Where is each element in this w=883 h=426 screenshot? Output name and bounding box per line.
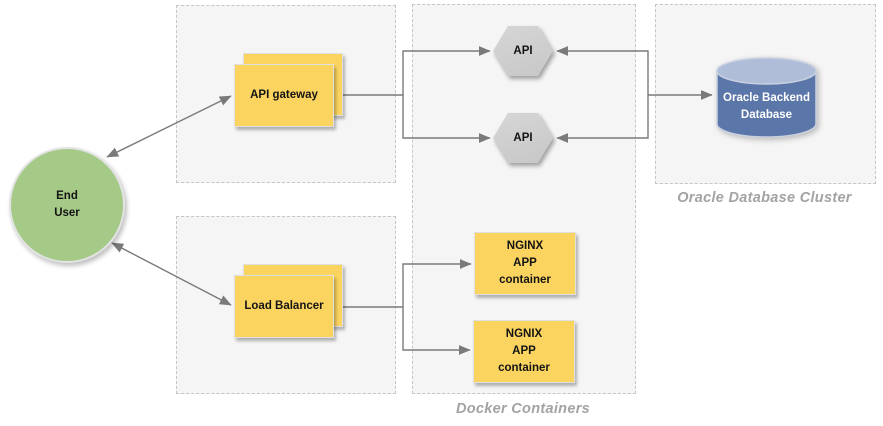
- end-user-label: End User: [54, 190, 80, 219]
- connector-load-balancer-nginx1[interactable]: [340, 259, 472, 308]
- oracle-cluster-region-label: Oracle Database Cluster: [677, 190, 852, 206]
- api-hexagon-2-label: API: [513, 131, 533, 144]
- load-balancer-label: Load Balancer: [244, 300, 324, 313]
- connector-api-gateway-hex2[interactable]: [402, 95, 491, 143]
- database-cylinder-icon: [716, 57, 817, 138]
- nginx-app-container-1-node[interactable]: NGINX APP container: [474, 232, 576, 295]
- connector-user-load-balancer[interactable]: [111, 242, 232, 306]
- connector-oracle-hex2[interactable]: [556, 95, 649, 143]
- oracle-database-node[interactable]: Oracle Backend Database: [716, 57, 817, 138]
- api-hexagon-1-label: API: [513, 44, 533, 57]
- api-hexagon-1-node[interactable]: API: [493, 26, 553, 76]
- api-hexagon-2-node[interactable]: API: [493, 113, 553, 163]
- api-gateway-front-card: API gateway: [234, 64, 334, 127]
- nginx-app-container-2-node[interactable]: NGNIX APP container: [473, 320, 575, 383]
- api-hexagon-2-shape: API: [493, 113, 553, 163]
- connector-load-balancer-nginx2[interactable]: [402, 307, 471, 355]
- load-balancer-node[interactable]: Load Balancer: [234, 264, 343, 338]
- connector-oracle-hex1[interactable]: [556, 46, 649, 95]
- end-user-node[interactable]: End User: [9, 147, 125, 263]
- api-gateway-node[interactable]: API gateway: [234, 53, 343, 127]
- nginx-app-container-2-label: NGNIX APP container: [498, 328, 550, 374]
- connector-api-gateway-hex1[interactable]: [340, 46, 491, 96]
- api-hexagon-1-shape: API: [493, 26, 553, 76]
- load-balancer-front-card: Load Balancer: [234, 275, 334, 338]
- connector-user-api-gateway[interactable]: [106, 95, 232, 158]
- oracle-database-label: Oracle Backend Database: [723, 92, 810, 121]
- api-gateway-label: API gateway: [250, 89, 318, 102]
- docker-containers-region-label: Docker Containers: [455, 401, 591, 417]
- nginx-app-container-1-label: NGINX APP container: [499, 240, 551, 286]
